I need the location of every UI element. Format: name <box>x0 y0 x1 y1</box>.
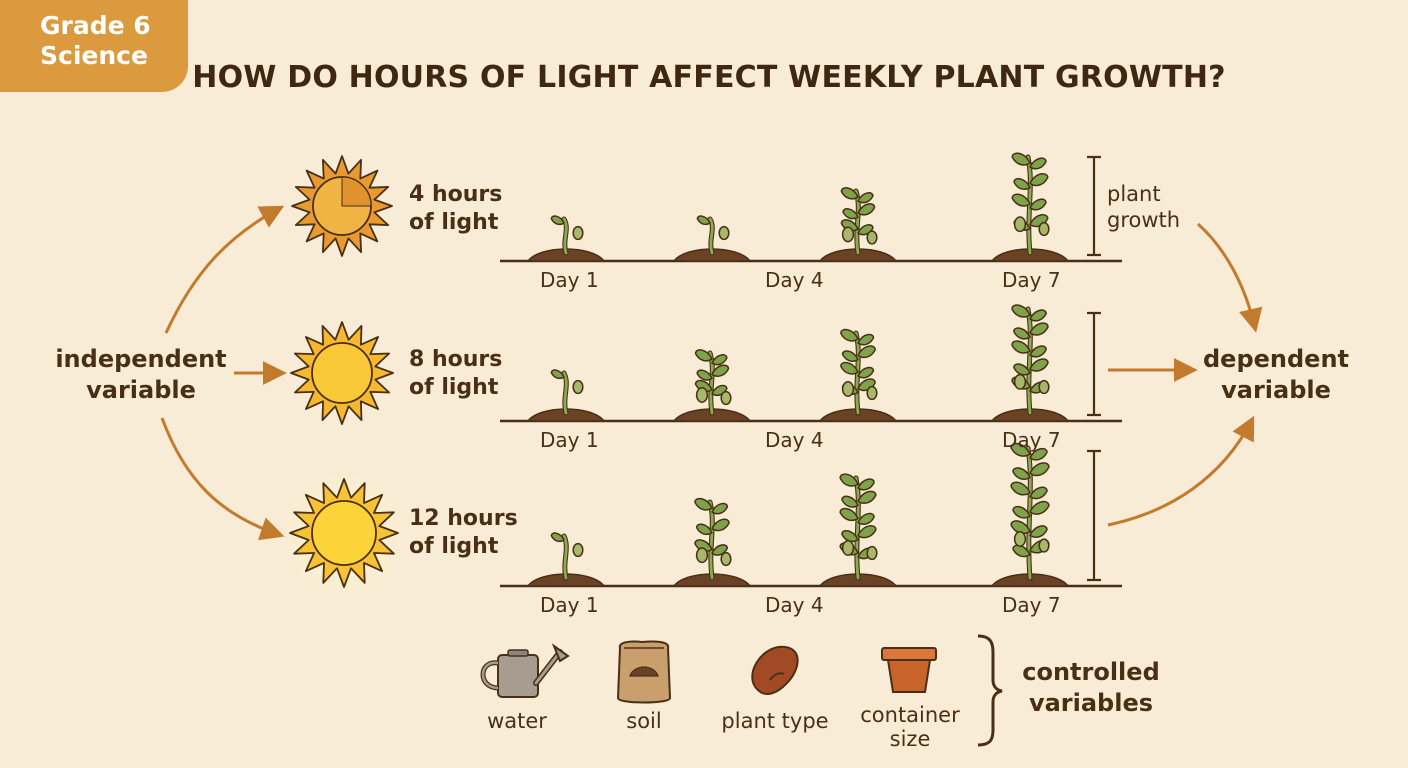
plant-icon <box>990 152 1070 262</box>
flower-pot-icon <box>881 647 937 693</box>
arrow-to-12-hours <box>160 417 285 541</box>
day-label: Day 7 <box>1002 593 1061 617</box>
plant-icon <box>672 497 752 587</box>
arrow-from-row1 <box>1197 222 1263 333</box>
plant-icon <box>818 328 898 422</box>
plant-icon <box>672 215 752 262</box>
control-label-plant-type: plant type <box>721 709 829 733</box>
plant-icon <box>526 532 606 587</box>
day-label: Day 4 <box>765 268 824 292</box>
plant-icon <box>818 473 898 587</box>
day-label: Day 4 <box>765 593 824 617</box>
control-label-container-size: container size <box>860 703 960 751</box>
arrow-from-row3 <box>1107 415 1255 527</box>
light-label-12-hours: 12 hours of light <box>409 506 518 559</box>
plant-growth-label: plant growth <box>1107 182 1181 232</box>
control-label-water: water <box>487 709 547 733</box>
growth-bracket-row1 <box>1087 155 1101 257</box>
growth-bracket-row2 <box>1087 311 1101 417</box>
controlled-variables-label: controlled variables <box>1022 658 1160 717</box>
bright-sun-icon <box>278 467 410 599</box>
arrow-to-4-hours <box>164 205 285 334</box>
page-title: HOW DO HOURS OF LIGHT AFFECT WEEKLY PLAN… <box>192 60 1226 95</box>
growth-bracket-row3 <box>1087 449 1101 582</box>
plant-icon <box>526 369 606 422</box>
badge-subject: Science <box>40 41 148 70</box>
plant-icon <box>672 349 752 422</box>
sun-icon <box>290 321 394 425</box>
day-label: Day 4 <box>765 428 824 452</box>
plant-icon <box>990 304 1070 422</box>
dependent-variable-label: dependent variable <box>1202 345 1349 404</box>
grade-badge: Grade 6 Science <box>0 0 188 92</box>
plant-icon <box>526 215 606 262</box>
independent-variable-label: independent variable <box>55 345 227 404</box>
day-label: Day 7 <box>1002 268 1061 292</box>
day-label: Day 1 <box>540 593 599 617</box>
light-label-4-hours: 4 hours of light <box>409 182 503 235</box>
light-label-8-hours: 8 hours of light <box>409 347 503 400</box>
dim-partial-sun-icon <box>291 155 393 257</box>
badge-grade: Grade 6 <box>40 11 151 40</box>
soil-bag-icon <box>616 640 672 704</box>
bean-seed-icon <box>751 645 799 695</box>
controlled-brace <box>977 634 1003 747</box>
plant-icon <box>990 442 1070 587</box>
day-label: Day 7 <box>1002 428 1061 452</box>
day-label: Day 1 <box>540 268 599 292</box>
control-label-soil: soil <box>626 709 662 733</box>
watering-can-icon <box>480 643 570 698</box>
day-label: Day 1 <box>540 428 599 452</box>
plant-icon <box>818 187 898 262</box>
